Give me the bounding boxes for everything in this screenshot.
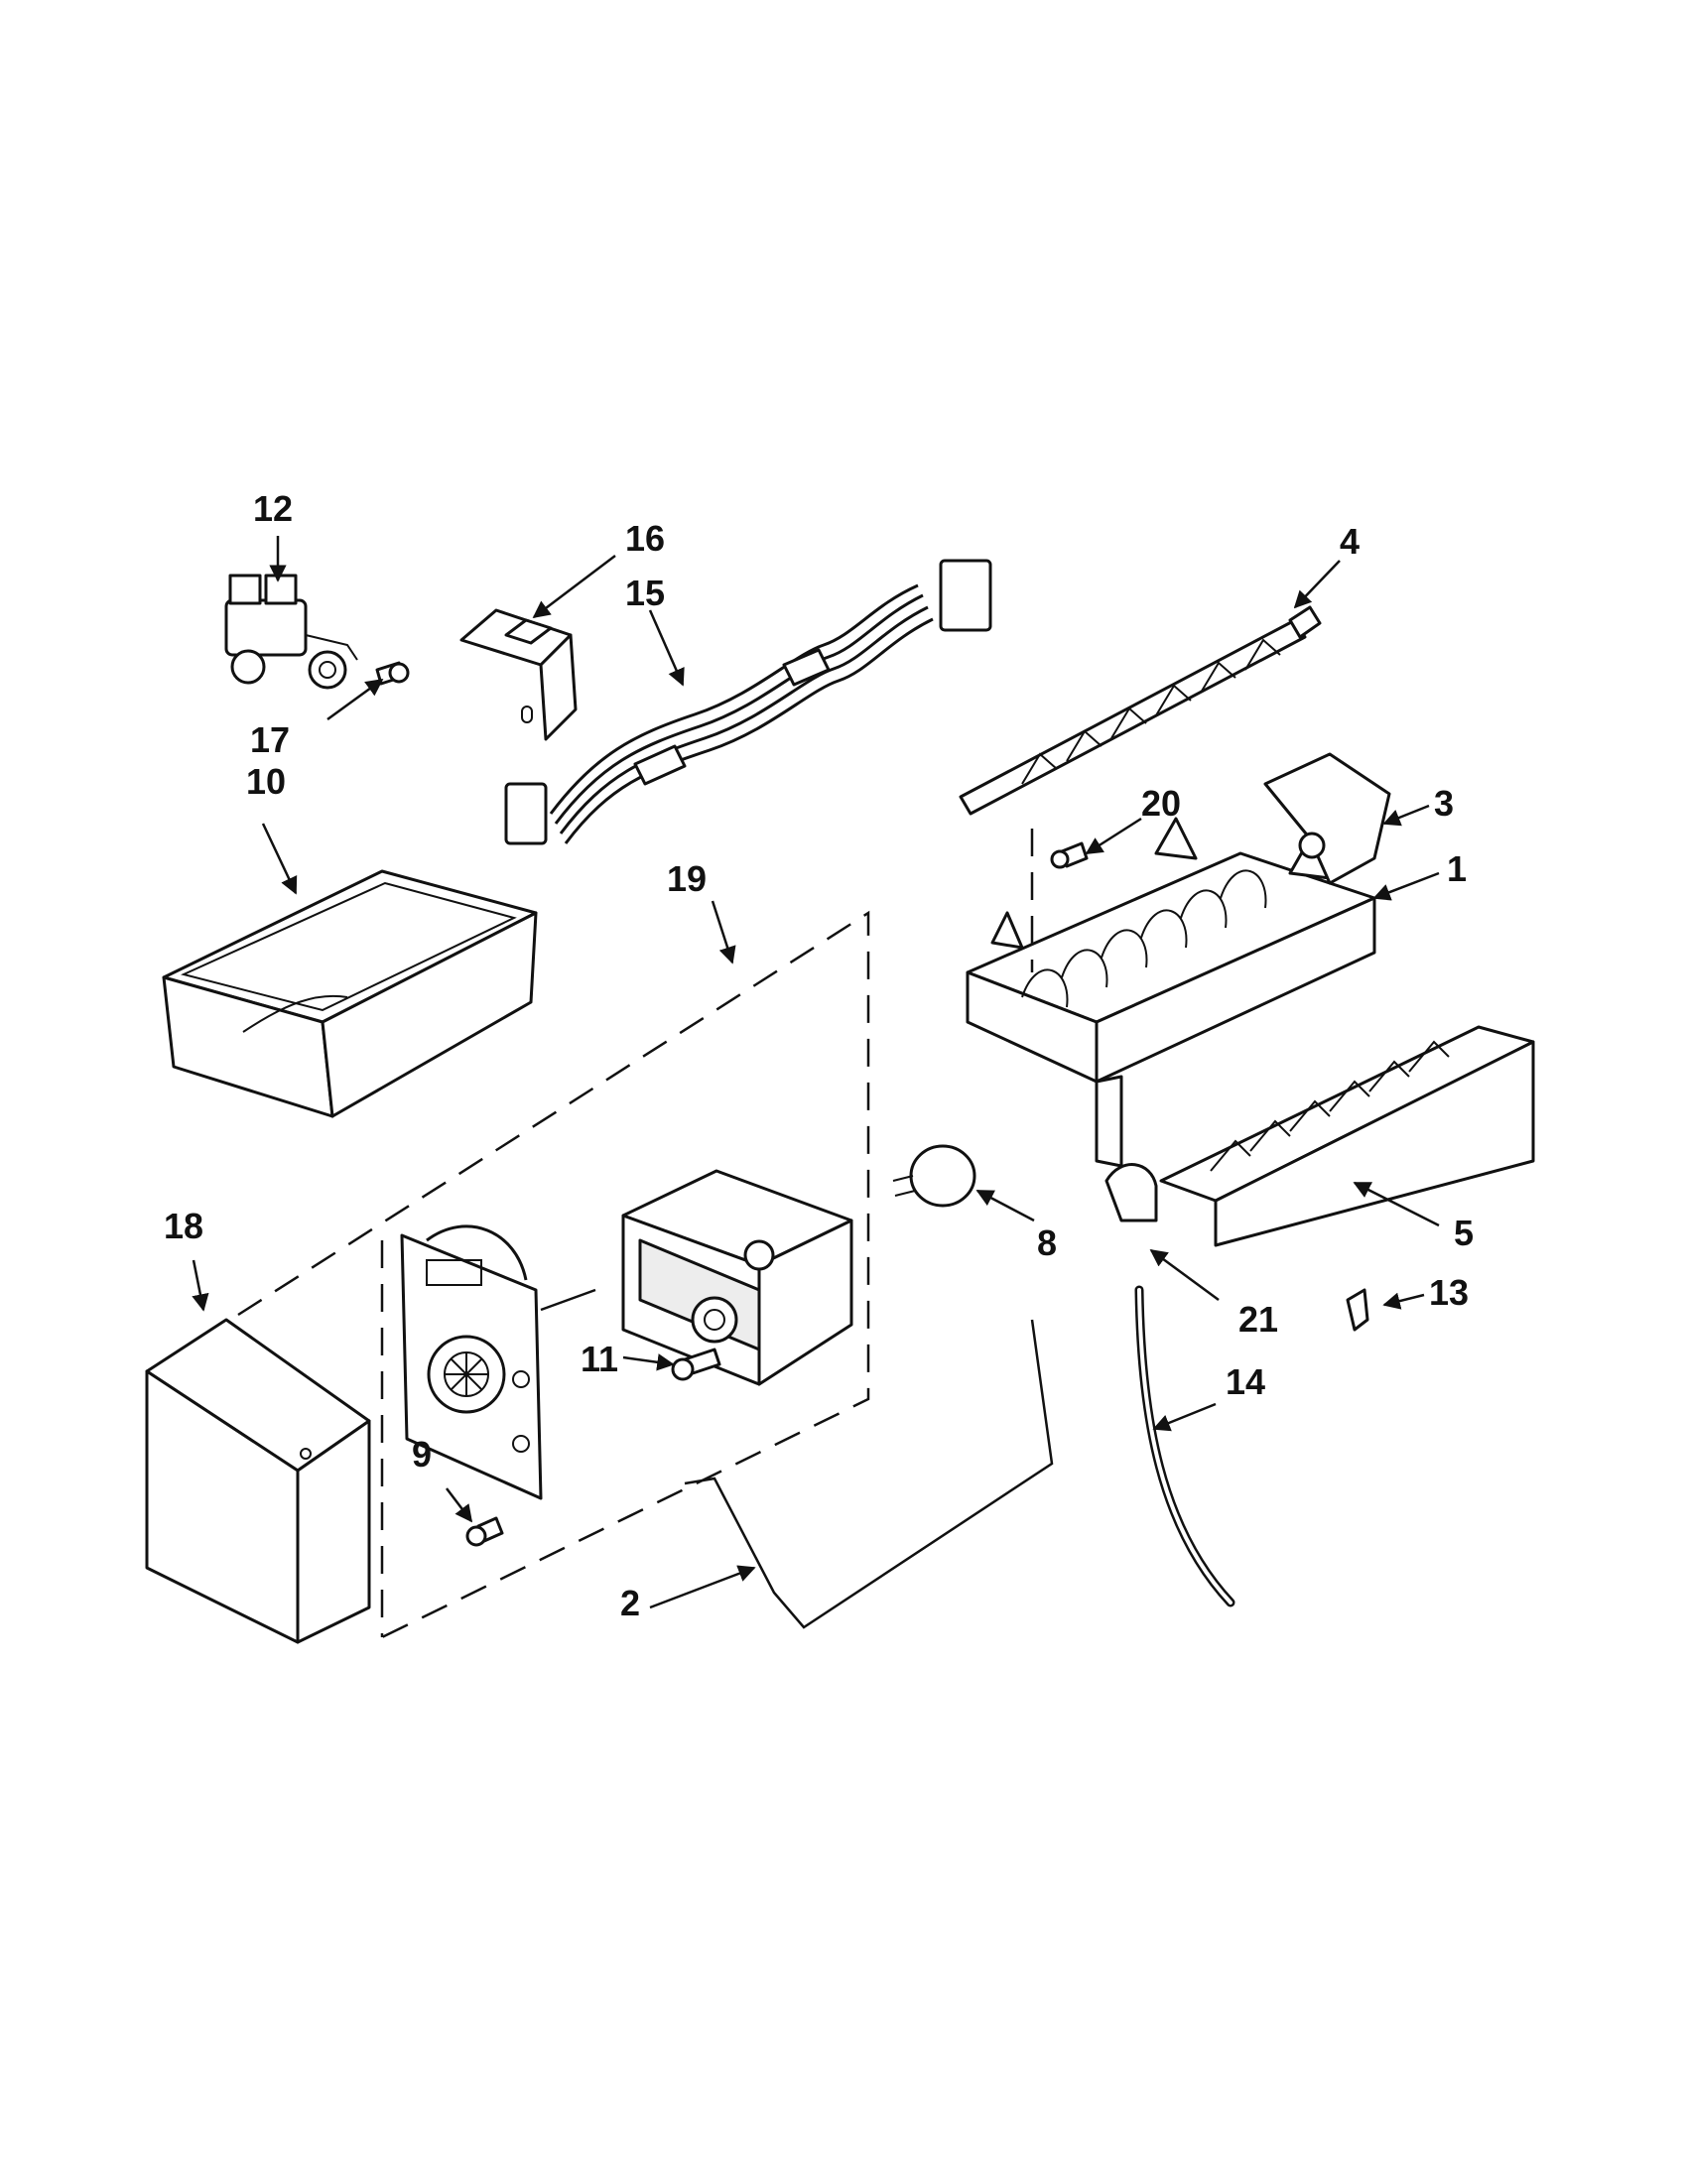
control-housing [621,1169,853,1386]
wire-harness [504,559,992,845]
leader-19 [711,900,736,964]
callout-10: 10 [246,761,286,802]
callout-21: 21 [1238,1299,1278,1340]
callout-5: 5 [1454,1213,1474,1253]
callout-9: 9 [412,1434,432,1475]
leader-17 [326,678,384,721]
callout-2: 2 [620,1583,640,1623]
fill-tube [1134,1285,1235,1607]
leader-20 [1085,817,1142,855]
leader-9 [446,1487,473,1523]
ice-bin [162,869,538,1118]
callout-4: 4 [1340,521,1360,562]
leader-15 [648,609,685,687]
leader-18 [192,1259,209,1312]
leader-1 [1372,871,1440,901]
callout-18: 18 [164,1206,203,1246]
leader-10 [261,823,298,895]
callout-14: 14 [1226,1361,1265,1402]
screw-9 [465,1516,504,1547]
bearing [1263,752,1391,885]
callout-13: 13 [1429,1272,1469,1313]
leader-16 [532,555,616,619]
callout-labels: 12 17 10 16 15 4 20 3 1 19 18 8 5 21 13 … [164,488,1474,1623]
leader-13 [1382,1292,1425,1310]
callout-20: 20 [1141,783,1181,824]
callout-12: 12 [253,488,293,529]
ejector [959,605,1322,816]
leader-8 [975,1189,1035,1222]
callout-1: 1 [1447,848,1467,889]
screw-20 [1050,841,1089,869]
stripper [1159,1025,1535,1247]
callout-17: 17 [250,719,290,760]
leader-21 [1149,1248,1220,1302]
callout-11: 11 [581,1339,618,1379]
leader-2 [649,1565,756,1609]
ice-mold [966,817,1376,1168]
callout-8: 8 [1037,1222,1057,1263]
plug [1346,1288,1369,1332]
harness-bracket [459,608,578,741]
control-assembly-boundary [237,910,870,1639]
shutoff-arm [684,1319,1054,1629]
callout-19: 19 [667,858,707,899]
leader-arrows [192,536,1440,1609]
callout-3: 3 [1434,783,1454,824]
leader-3 [1382,804,1430,827]
callout-15: 15 [625,573,665,613]
leader-11 [622,1353,675,1371]
front-cover [145,1318,371,1644]
heater-clip [1104,1163,1158,1222]
leader-4 [1293,560,1341,609]
leader-5 [1353,1181,1440,1227]
control-module [400,1224,596,1500]
thermostat [892,1144,976,1208]
valve-screw [375,661,410,686]
water-valve [224,574,358,690]
leader-14 [1152,1402,1217,1432]
screw-11 [671,1348,721,1381]
callout-16: 16 [625,518,665,559]
